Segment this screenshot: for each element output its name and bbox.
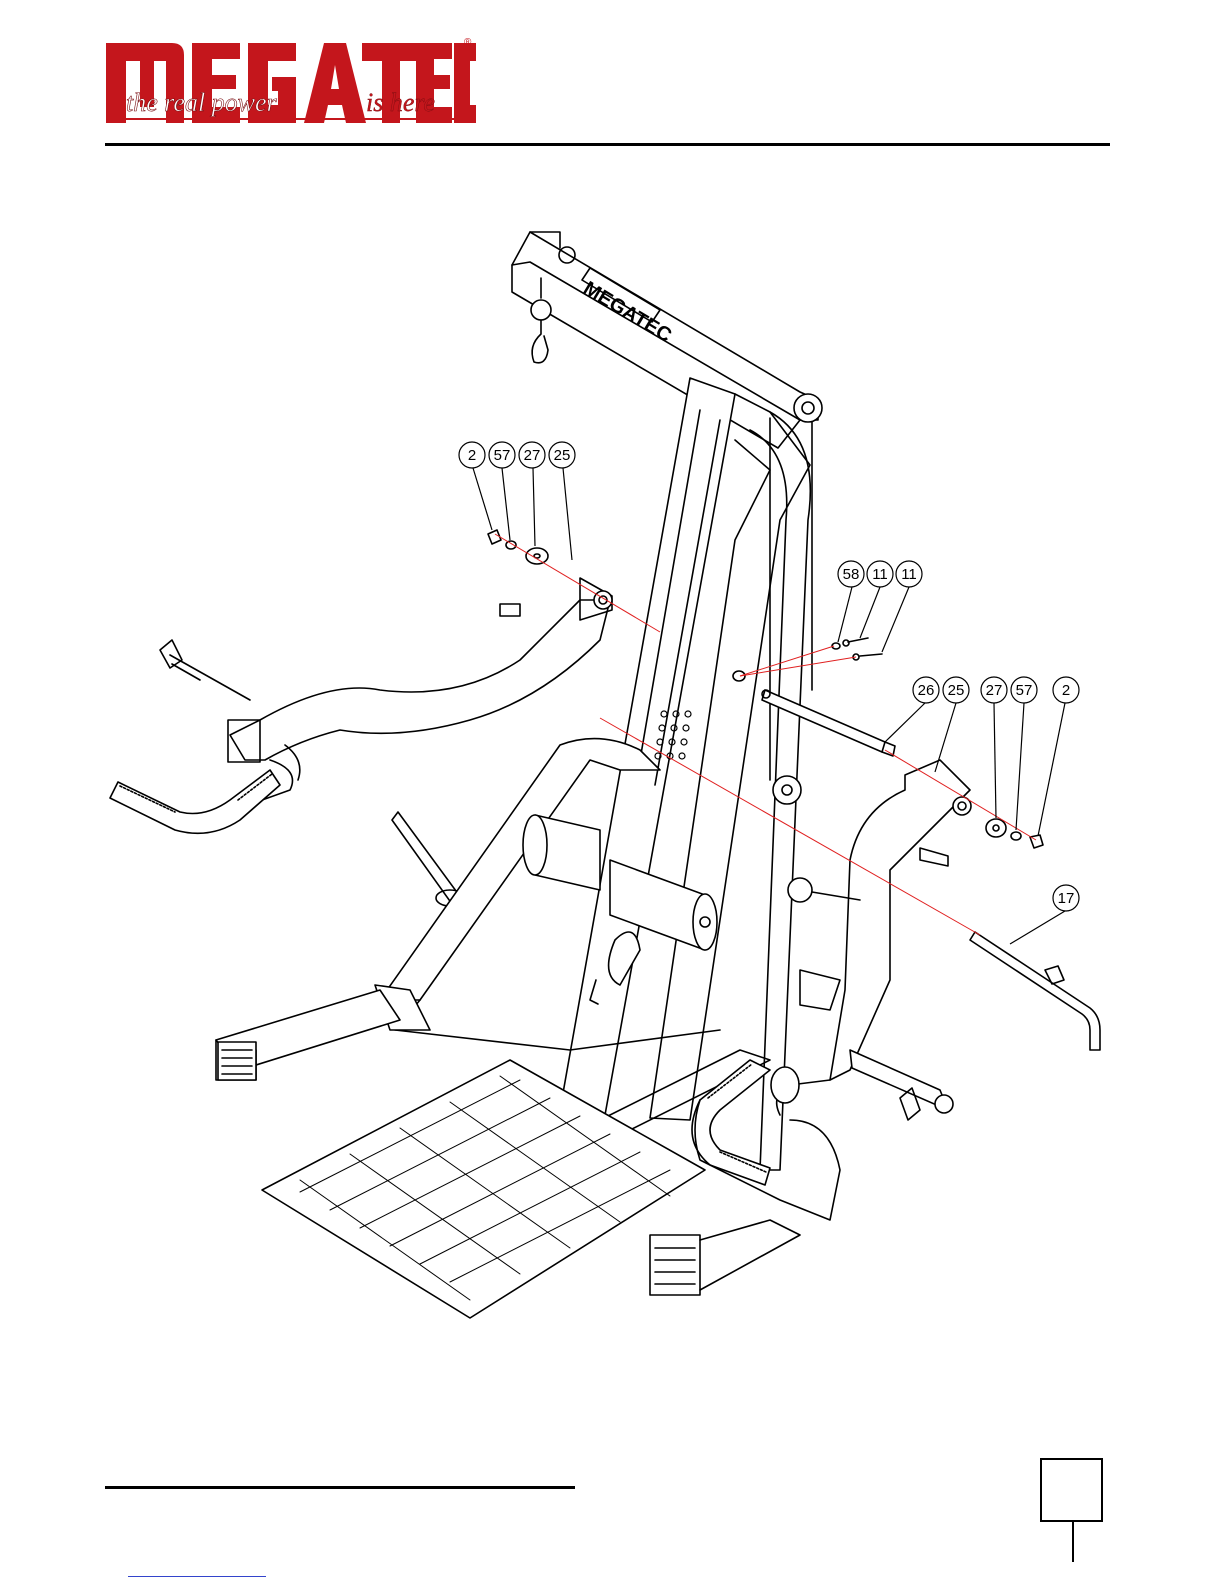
callout-c12: 2: [1062, 682, 1070, 699]
callout-c13: 17: [1058, 890, 1075, 907]
diamond-foot-plate: [262, 1060, 705, 1318]
left-handle-grip: [110, 770, 280, 833]
callout-c3: 27: [524, 447, 541, 464]
footer-rule: [105, 1486, 575, 1489]
page-number-box: [1040, 1458, 1103, 1522]
handle-bar-17: [970, 932, 1100, 1050]
callout-c8: 26: [918, 682, 935, 699]
right-handle-grip: [692, 1060, 840, 1220]
right-hardware-stack: [986, 819, 1043, 848]
callout-c9: 25: [948, 682, 965, 699]
callout-c1: 2: [468, 447, 476, 464]
callout-c5: 58: [843, 566, 860, 583]
footer-link-underline[interactable]: [128, 1576, 266, 1577]
pin-hardware: [733, 638, 882, 681]
callout-c11: 57: [1016, 682, 1033, 699]
callout-c2: 57: [494, 447, 511, 464]
axle-shaft-26: [762, 690, 895, 756]
callout-c10: 27: [986, 682, 1003, 699]
callout-c7: 11: [901, 566, 917, 583]
callout-c4: 25: [554, 447, 571, 464]
callout-c6: 11: [872, 566, 888, 583]
page-number-tick: [1072, 1522, 1074, 1562]
